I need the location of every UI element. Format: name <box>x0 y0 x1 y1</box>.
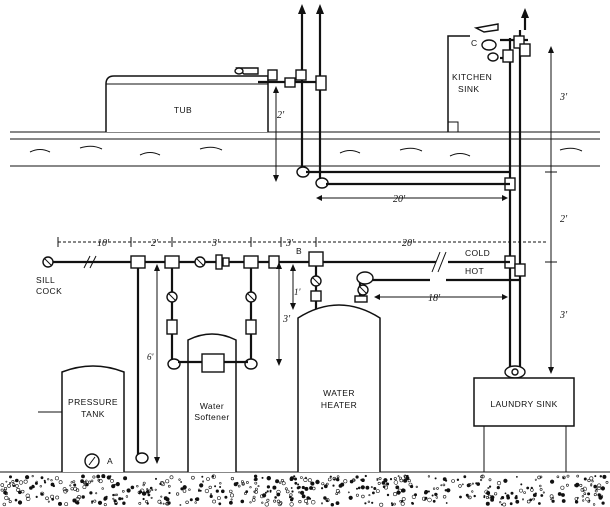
main-risers <box>500 8 531 379</box>
hot-label: HOT <box>465 266 484 276</box>
tub-label: TUB <box>174 105 192 115</box>
upper-branch-pipes <box>306 170 510 186</box>
water-heater-label-2: HEATER <box>321 400 357 410</box>
dim-softener-to-heater: 3' <box>285 238 294 249</box>
dimension-lines: 10' 2' 3' 3' 20' 20' 18' 2' 3' 2' 3' 6' … <box>57 46 568 464</box>
cold-main: SILL COCK B COLD <box>36 246 510 296</box>
drop-pipes <box>135 266 322 464</box>
dim-heater-drop: 1' <box>294 287 302 297</box>
sill-cock-label-1: SILL <box>36 275 55 285</box>
tub: TUB <box>105 67 269 132</box>
pressure-tank: PRESSURE TANK A <box>38 365 125 472</box>
dim-sill-to-tank: 10' <box>97 238 110 249</box>
pressure-tank-label-2: TANK <box>81 409 105 419</box>
laundry-sink: LAUNDRY SINK <box>473 377 575 472</box>
dim-softener-drop: 3' <box>282 314 291 325</box>
dim-tank-to-softener: 2' <box>151 238 159 249</box>
water-heater: WATER HEATER <box>297 304 381 472</box>
dim-heater-to-riser: 20' <box>402 238 415 249</box>
kitchen-sink-label-2: SINK <box>458 84 479 94</box>
laundry-sink-label: LAUNDRY SINK <box>490 399 557 409</box>
dim-softener-span: 3' <box>211 238 220 249</box>
point-b-label: B <box>296 246 302 256</box>
water-softener-label-2: Softener <box>194 412 229 422</box>
dim-tub-drop: 2' <box>277 110 285 121</box>
dim-main-to-laundry: 3' <box>559 310 568 321</box>
dim-tank-drop: 6' <box>147 352 155 362</box>
ground-gravel <box>0 471 610 507</box>
upper-floor-slab <box>10 131 600 167</box>
kitchen-sink-label-1: KITCHEN <box>452 72 492 82</box>
water-softener: Water Softener <box>178 333 248 472</box>
cold-label: COLD <box>465 248 490 258</box>
water-heater-label-1: WATER <box>323 388 355 398</box>
water-softener-label-1: Water <box>200 401 224 411</box>
kitchen-sink: KITCHEN SINK C <box>447 23 499 132</box>
hot-main: HOT <box>354 266 520 303</box>
point-c-label: C <box>471 38 478 48</box>
sill-cock-label-2: COCK <box>36 286 62 296</box>
dim-upper-run: 20' <box>393 194 406 205</box>
dim-hot-run: 18' <box>428 293 441 304</box>
point-a-label: A <box>107 456 113 466</box>
dim-kitchen-riser: 3' <box>559 92 568 103</box>
pressure-tank-label-1: PRESSURE <box>68 397 118 407</box>
dim-floor-to-main: 2' <box>560 214 568 225</box>
